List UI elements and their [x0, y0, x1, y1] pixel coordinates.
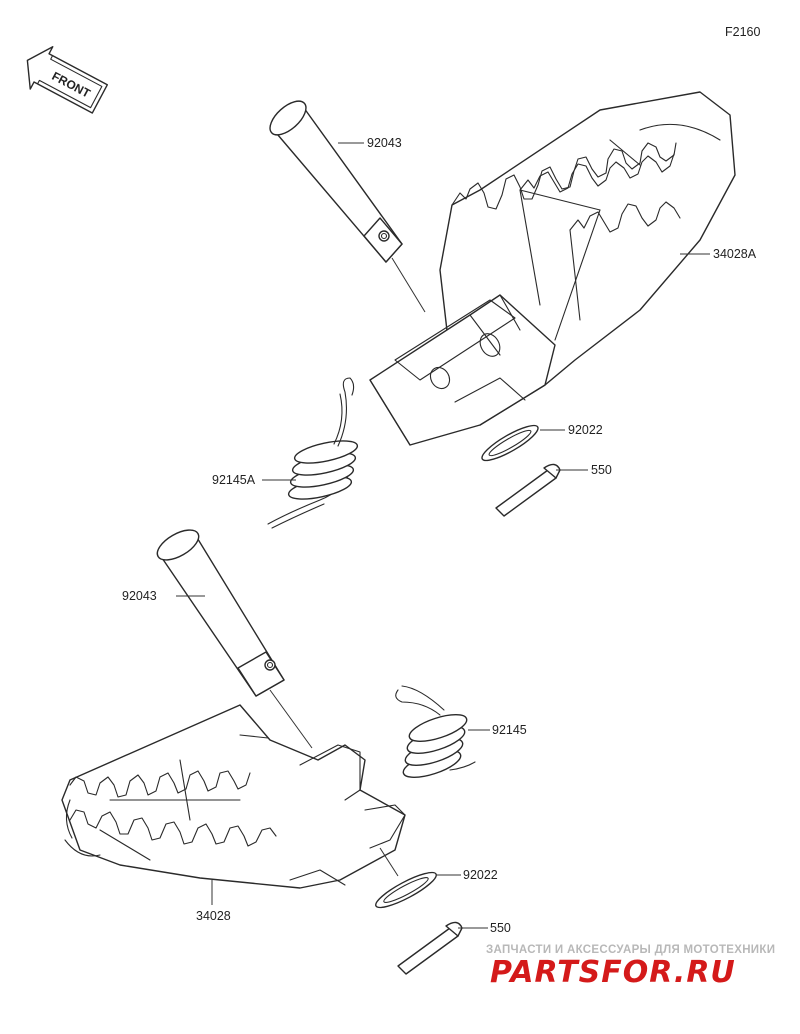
footpeg-lower — [61, 704, 406, 889]
pivot-pin-lower — [156, 529, 285, 697]
footpeg-upper — [369, 91, 736, 446]
label-pin-lower: 92043 — [122, 589, 157, 603]
front-arrow-icon: FRONT — [26, 46, 108, 114]
label-footpeg-lower: 34028 — [196, 909, 231, 923]
spring-upper — [267, 377, 359, 529]
watermark-brand: PARTSFOR.RU — [490, 955, 736, 990]
label-spring-lower: 92145 — [492, 723, 527, 737]
cotter-pin-lower — [397, 921, 463, 975]
watermark-tagline: ЗАПЧАСТИ И АКСЕССУАРЫ ДЛЯ МОТОТЕХНИКИ — [486, 944, 775, 956]
label-pin-upper: 92043 — [367, 136, 402, 150]
cotter-pin-upper — [495, 463, 561, 517]
label-washer-lower: 92022 — [463, 868, 498, 882]
label-cotter-lower: 550 — [490, 921, 511, 935]
label-cotter-upper: 550 — [591, 463, 612, 477]
label-washer-upper: 92022 — [568, 423, 603, 437]
figure-code: F2160 — [725, 25, 760, 39]
washer-lower — [375, 871, 437, 909]
spring-lower — [395, 685, 476, 778]
pin-upper-axis — [391, 257, 426, 313]
label-spring-upper: 92145A — [212, 473, 256, 487]
pivot-pin-upper — [269, 100, 403, 263]
washer-upper — [481, 424, 539, 462]
label-footpeg-upper: 34028A — [713, 247, 757, 261]
